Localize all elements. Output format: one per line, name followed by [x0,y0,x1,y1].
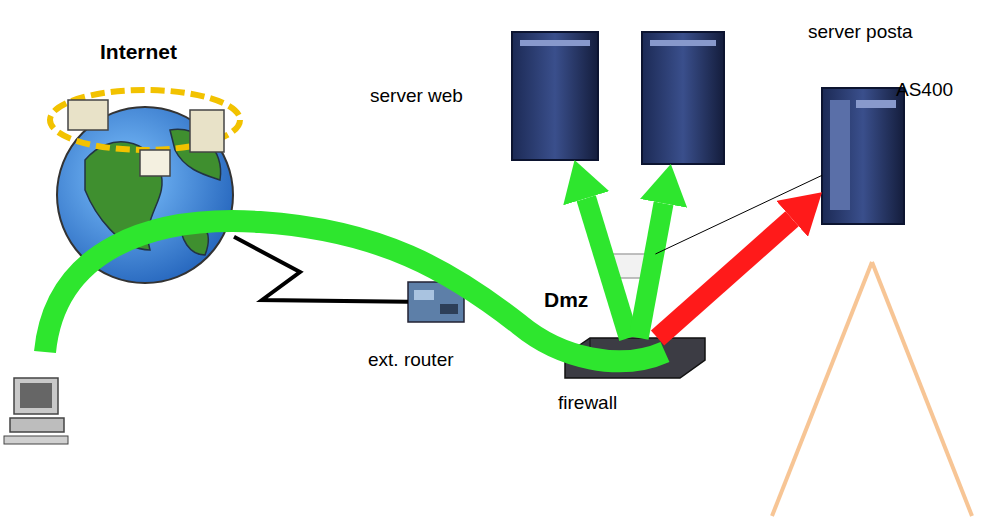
connector [639,203,664,338]
network-device: AS400 [822,88,904,224]
connector [586,198,629,338]
client-pc [4,378,68,444]
connector [234,237,408,302]
device-label: server web [368,86,465,107]
device-label: firewall [556,393,619,414]
as400-server [822,88,904,224]
network-device: ext. router [408,282,464,322]
antenna-lines [772,262,972,516]
network-device: server posta [642,32,724,164]
network-device: Internet [58,92,234,288]
device-label: Dmz [542,288,590,311]
web-server [512,32,598,160]
traffic-flow [45,221,665,361]
device-label: server posta [806,22,915,43]
connector [658,219,792,338]
network-device: firewall [565,338,705,378]
network-device: Dmz [602,254,658,278]
mail-server [642,32,724,164]
network-device: server web [512,32,598,160]
device-label: ext. router [366,350,456,371]
device-label: Internet [98,40,179,63]
internet-globe [50,90,240,283]
connector [655,175,822,254]
device-label: AS400 [894,80,955,101]
